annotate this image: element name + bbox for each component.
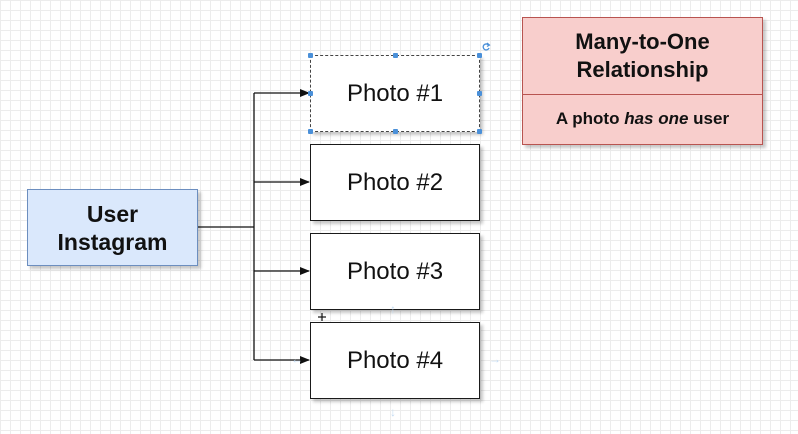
- photo-4-entity[interactable]: Photo #4: [310, 322, 480, 399]
- note-title-line1: Many-to-One: [575, 29, 710, 54]
- user-instagram-entity[interactable]: User Instagram: [27, 189, 198, 266]
- hover-arrow-right-icon[interactable]: →: [489, 352, 501, 366]
- relationship-note[interactable]: Many-to-One Relationship A photo has one…: [522, 17, 763, 145]
- user-entity-line2: Instagram: [57, 228, 168, 255]
- resize-handle-s[interactable]: [393, 129, 398, 134]
- note-body-prefix: A photo: [555, 109, 625, 128]
- user-entity-line1: User: [86, 200, 139, 227]
- resize-handle-nw[interactable]: [308, 53, 313, 58]
- photo-1-entity[interactable]: Photo #1: [310, 55, 480, 132]
- note-title-line2: Relationship: [576, 57, 709, 82]
- photo-2-label: Photo #2: [346, 168, 444, 196]
- hover-arrow-left-icon[interactable]: ←: [291, 352, 303, 366]
- photo-2-entity[interactable]: Photo #2: [310, 144, 480, 221]
- note-body-emphasis: has one: [624, 109, 689, 128]
- photo-4-label: Photo #4: [346, 346, 444, 374]
- resize-handle-se[interactable]: [477, 129, 482, 134]
- note-body-suffix: user: [688, 109, 730, 128]
- move-cursor-icon: [318, 313, 326, 321]
- note-title: Many-to-One Relationship: [523, 18, 762, 95]
- resize-handle-e[interactable]: [477, 91, 482, 96]
- photo-3-label: Photo #3: [346, 257, 444, 285]
- note-body: A photo has one user: [523, 95, 762, 143]
- resize-handle-sw[interactable]: [308, 129, 313, 134]
- resize-handle-ne[interactable]: [477, 53, 482, 58]
- resize-handle-n[interactable]: [393, 53, 398, 58]
- rotate-handle-icon[interactable]: [481, 42, 491, 52]
- hover-arrow-up-icon[interactable]: ↑: [390, 302, 396, 316]
- hover-arrow-down-icon[interactable]: ↓: [390, 405, 396, 419]
- photo-1-label: Photo #1: [346, 79, 444, 107]
- resize-handle-w[interactable]: [308, 91, 313, 96]
- photo-3-entity[interactable]: Photo #3: [310, 233, 480, 310]
